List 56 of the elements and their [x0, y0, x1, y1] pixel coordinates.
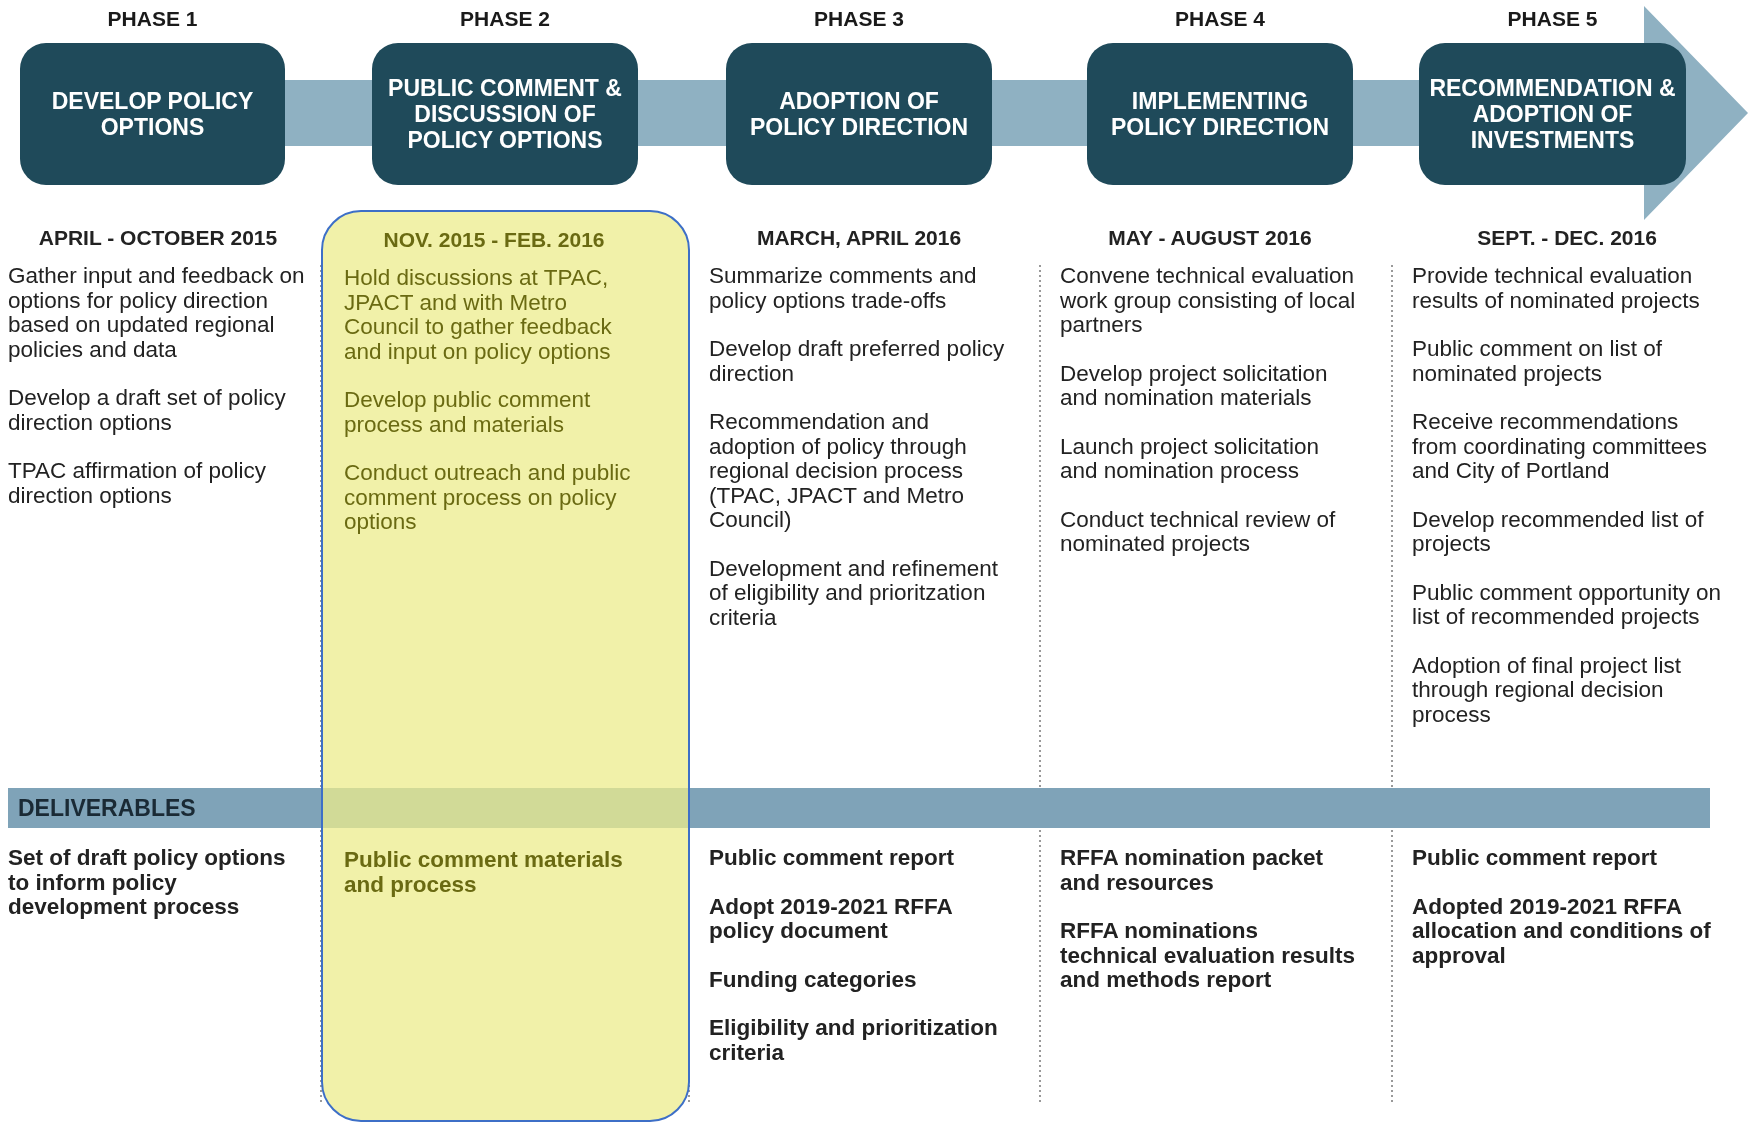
- activity-text: Convene technical evaluation work group consisting of local partners: [1060, 264, 1357, 338]
- activity-text: Conduct technical review of nominated projects: [1060, 507, 1337, 557]
- deliverable-text: Funding categories: [709, 967, 918, 992]
- phase-title: ADOPTION OF POLICY DIRECTION: [748, 88, 970, 140]
- phase-heading: PHASE 2: [459, 7, 551, 31]
- deliverable-text: Eligibility and prioritization criteria: [709, 1016, 999, 1065]
- phase-heading: PHASE 4: [1174, 7, 1266, 31]
- activity-text: Recommendation and adoption of policy through regional decision process (TPAC, JPACT and Metro Council): [709, 410, 968, 533]
- phase-heading: PHASE 3: [813, 7, 905, 31]
- activity-text: Launch project solicitation and nomination process: [1060, 434, 1320, 484]
- activity-text: Provide technical evaluation results of nominated projects: [1412, 264, 1701, 313]
- deliverable-text: Public comment materials and process: [344, 848, 624, 897]
- phase-box: [726, 43, 992, 185]
- date-heading: MARCH, APRIL 2016: [755, 226, 963, 250]
- date-heading: MAY - AUGUST 2016: [1107, 226, 1313, 250]
- activity-text: Develop public comment process and materials: [344, 388, 592, 437]
- activity-text: Development and refinement of eligibility and prioritzation criteria: [709, 556, 999, 630]
- timeline-band: [992, 80, 1087, 146]
- activity-text: Receive recommendations from coordinating committees and City of Portland: [1412, 410, 1709, 484]
- activity-text: Gather input and feedback on options for policy direction based on updated regional policies and data: [8, 264, 306, 362]
- phase-box: [20, 43, 285, 185]
- activity-text: Develop project solicitation and nomination materials: [1060, 361, 1329, 411]
- date-heading: NOV. 2015 - FEB. 2016: [382, 228, 606, 252]
- timeline-band: [285, 80, 372, 146]
- deliverable-text: RFFA nominations technical evaluation results and methods report: [1060, 919, 1357, 993]
- highlight-panel: [321, 210, 690, 1122]
- activity-text: Conduct outreach and public comment process on policy options: [344, 461, 632, 535]
- deliverable-text: Public comment report: [1412, 846, 1659, 871]
- phase-box: [1087, 43, 1353, 185]
- activity-text: TPAC affirmation of policy direction options: [8, 459, 267, 508]
- phase-box: [1419, 43, 1686, 185]
- deliverable-text: Public comment report: [709, 846, 956, 871]
- activity-text: Public comment on list of nominated projects: [1412, 337, 1664, 386]
- phase-heading: PHASE 5: [1506, 7, 1599, 31]
- activity-text: Develop draft preferred policy direction: [709, 337, 1006, 386]
- activity-text: Develop a draft set of policy direction options: [8, 386, 287, 435]
- phase-heading: PHASE 1: [106, 7, 199, 31]
- phase-title: DEVELOP POLICY OPTIONS: [50, 88, 255, 140]
- phase-title: IMPLEMENTING POLICY DIRECTION: [1109, 88, 1331, 140]
- activity-text: Develop recommended list of projects: [1412, 507, 1705, 557]
- deliverable-text: RFFA nomination packet and resources: [1060, 846, 1324, 895]
- phase-title: PUBLIC COMMENT & DISCUSSION OF POLICY OPTIONS: [387, 75, 623, 153]
- activity-text: Public comment opportunity on list of recommended projects: [1412, 580, 1722, 630]
- deliverable-text: Set of draft policy options to inform policy development process: [8, 846, 287, 920]
- activity-text: Adoption of final project list through regional decision process: [1412, 653, 1682, 727]
- timeline-band: [1353, 80, 1419, 146]
- phase-box: [372, 43, 638, 185]
- section-heading: DELIVERABLES: [18, 795, 196, 822]
- deliverable-text: Adopted 2019-2021 RFFA allocation and conditions of approval: [1412, 894, 1712, 968]
- activity-text: Summarize comments and policy options trade-offs: [709, 264, 978, 313]
- activity-text: Hold discussions at TPAC, JPACT and with Metro Council to gather feedback and input on policy options: [344, 266, 613, 364]
- phase-title: RECOMMENDATION & ADOPTION OF INVESTMENTS: [1429, 75, 1676, 153]
- timeline-band: [638, 80, 726, 146]
- deliverable-text: Adopt 2019-2021 RFFA policy document: [709, 894, 953, 944]
- date-heading: SEPT. - DEC. 2016: [1476, 226, 1658, 250]
- date-heading: APRIL - OCTOBER 2015: [37, 226, 279, 250]
